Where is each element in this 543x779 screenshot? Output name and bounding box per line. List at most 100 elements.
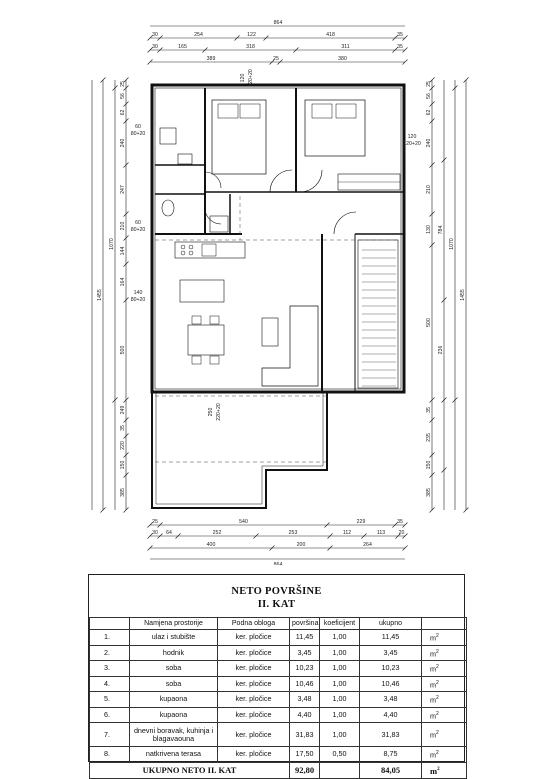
dimension-label: 240 [120,139,126,148]
unit-label: m [430,730,436,740]
dimension-label: 62 [120,110,126,116]
header-floor: Podna obloga [217,617,290,630]
row-total: 10,46 [359,675,422,692]
row-unit: m2 [421,722,467,747]
unit-label: m [430,648,436,658]
dimension-label: 25 [273,56,279,62]
dimension-label: 25 [426,81,432,87]
header-name: Namjena prostorije [129,617,218,630]
table-title: NETO POVRŠINE [231,586,322,597]
opening-label: 220+20 [216,403,222,421]
unit-label: m [430,679,436,689]
dimension-label: 20 [399,530,405,536]
row-number: 2. [89,644,130,661]
row-floor: ker. pločice [217,629,290,646]
dimension-label: 252 [213,530,222,536]
header-coef: koeficijent [319,617,360,630]
dimension-label: 380 [338,56,347,62]
area-table: NETO POVRŠINE II. KAT Namjena prostorije… [88,574,467,779]
dimension-label: 1070 [449,238,455,250]
row-floor: ker. pločice [217,691,290,708]
dimension-label: 500 [426,318,432,327]
row-coef: 0,50 [319,746,360,763]
dimension-label: 56 [120,93,126,99]
total-empty [319,761,360,779]
row-area: 31,83 [289,722,320,747]
row-floor: ker. pločice [217,746,290,763]
dimension-label: 236 [438,346,444,355]
row-name: soba [129,675,218,692]
dimension-label: 318 [246,44,255,50]
dimension-label: 385 [426,488,432,497]
row-total: 3,45 [359,644,422,661]
row-area: 17,50 [289,746,320,763]
row-name: natkrivena terasa [129,746,218,763]
dimension-label: 30 [152,44,158,50]
unit-exponent: 2 [436,664,439,671]
row-total: 4,40 [359,706,422,723]
header-total: ukupno [359,617,422,630]
header-area: površina [289,617,320,630]
unit-label: m [430,750,436,760]
total-unit: m2 [421,761,467,779]
row-name: kupaona [129,691,218,708]
dimension-label: 112 [343,530,351,536]
unit-label: m [430,664,436,674]
dimension-label: 150 [426,461,432,470]
table-header-row: Namjena prostorije Podna obloga površina… [89,617,467,630]
dimension-label: 784 [438,226,444,235]
dimension-label: 229 [357,519,366,525]
dimension-label: 62 [426,110,432,116]
row-area: 3,48 [289,691,320,708]
dimension-label: 165 [178,44,187,50]
dimension-label: 1455 [97,289,103,301]
dimension-label: 35 [397,44,403,50]
dimension-label: 220 [120,441,126,450]
table-subtitle: II. KAT [257,599,296,610]
unit-exponent: 2 [436,730,439,737]
row-coef: 1,00 [319,675,360,692]
row-unit: m2 [421,746,467,763]
row-unit: m2 [421,706,467,723]
unit-label: m [430,633,436,643]
unit-exponent: 2 [436,695,439,702]
dimension-label: 35 [397,32,403,38]
row-floor: ker. pločice [217,706,290,723]
dimension-label: 35 [426,407,432,413]
dimension-label: 240 [426,139,432,148]
row-number: 8. [89,746,130,763]
dimension-label: 25 [120,81,126,87]
unit-label: m [430,710,436,720]
dimension-label: 418 [326,32,335,38]
dimension-label: 113 [377,530,385,536]
dimension-label: 264 [363,542,372,548]
row-name: hodnik [129,644,218,661]
opening-label: 60 [135,124,141,130]
dimension-label: 249 [120,406,126,415]
opening-label: 60 [135,220,141,226]
row-floor: ker. pločice [217,660,290,677]
opening-label: 80+20 [131,131,146,137]
row-coef: 1,00 [319,706,360,723]
row-coef: 1,00 [319,629,360,646]
dimension-label: 389 [207,56,216,62]
row-number: 4. [89,675,130,692]
row-coef: 1,00 [319,660,360,677]
dimension-total: 864 [274,20,283,26]
unit-exponent: 2 [436,633,439,640]
dimension-label: 150 [120,461,126,470]
dimension-label: 35 [120,425,126,431]
total-sum: 84,05 [359,761,422,779]
unit-exponent: 2 [436,679,439,686]
dimension-label: 253 [289,530,298,536]
dimension-label: 130 [426,225,432,234]
row-name: dnevni boravak, kuhinja i blagavaouna [129,722,218,747]
row-area: 10,46 [289,675,320,692]
